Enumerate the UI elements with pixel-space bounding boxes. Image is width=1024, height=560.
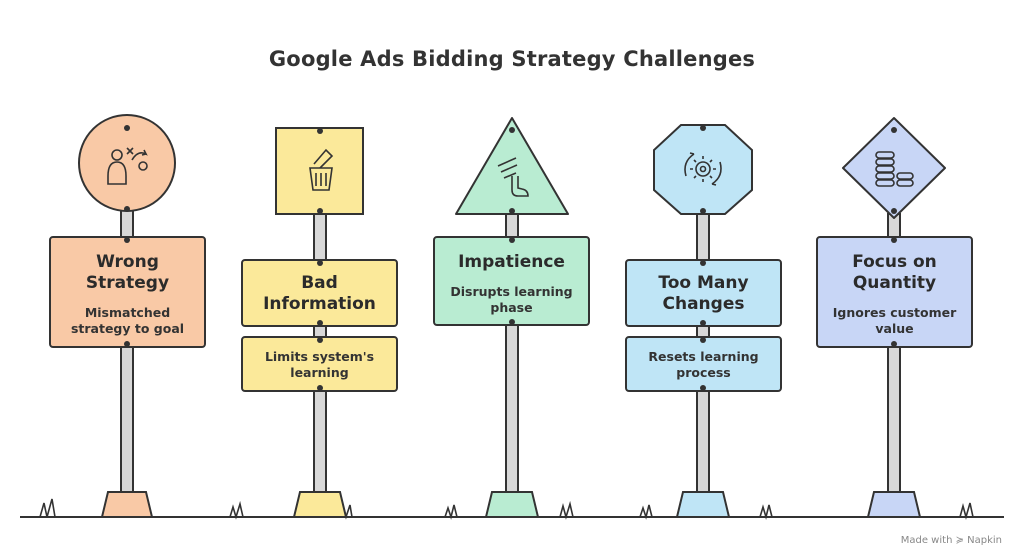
sign-impatience bbox=[433, 117, 590, 518]
sign-title-impatience: Impatience bbox=[458, 252, 565, 272]
page-title: Google Ads Bidding Strategy Challenges bbox=[268, 47, 756, 71]
sign-too-many-changes bbox=[625, 124, 782, 518]
sign-desc-focus-on-quantity: Ignores customer value bbox=[832, 305, 957, 336]
sign-desc-wrong-strategy: Mismatched strategy to goal bbox=[70, 305, 185, 336]
sign-desc-bad-information: Limits system's learning bbox=[264, 349, 375, 380]
sign-desc-too-many-changes: Resets learning process bbox=[648, 349, 759, 380]
sign-wrong-strategy bbox=[49, 114, 206, 518]
gear-cycle-icon bbox=[684, 152, 722, 186]
sign-title-focus-on-quantity: Focus on Quantity bbox=[852, 252, 937, 293]
coin-stack-icon bbox=[875, 151, 914, 187]
napkin-credit: Made with ≽ Napkin bbox=[900, 535, 1002, 546]
trash-icon bbox=[309, 148, 334, 191]
person-strategy-icon bbox=[107, 147, 148, 185]
winged-foot-icon bbox=[497, 157, 529, 197]
sign-focus-on-quantity bbox=[816, 117, 973, 518]
sign-desc-impatience: Disrupts learning phase bbox=[450, 284, 573, 315]
sign-bad-information bbox=[241, 127, 398, 518]
sign-title-bad-information: Bad Information bbox=[263, 273, 376, 314]
sign-title-too-many-changes: Too Many Changes bbox=[658, 273, 749, 314]
sign-title-wrong-strategy: Wrong Strategy bbox=[85, 252, 170, 293]
